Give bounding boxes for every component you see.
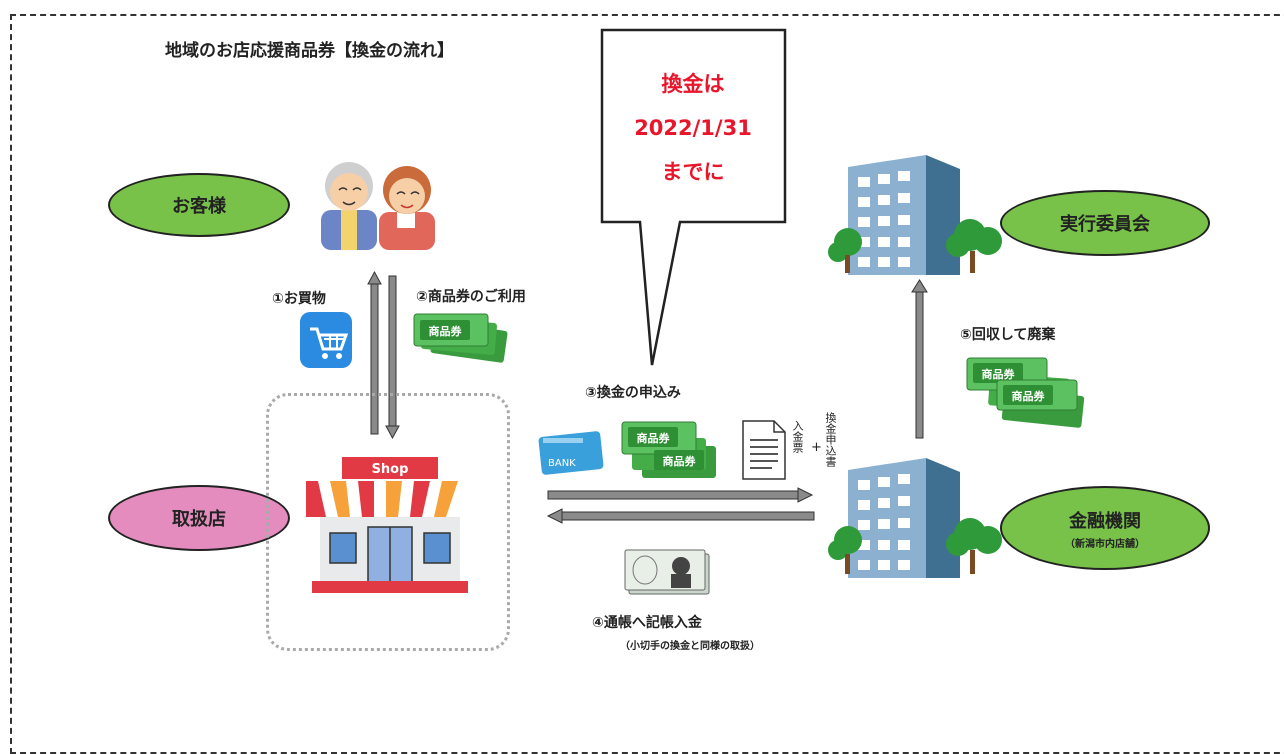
svg-text:商品券: 商品券: [1012, 389, 1046, 403]
deadline-balloon: [600, 28, 787, 366]
bankbook-text: BANK: [548, 458, 576, 469]
bank-building-icon: [828, 458, 1002, 578]
customer-label: お客様: [172, 196, 226, 217]
customer-store-arrows: [367, 270, 400, 440]
bank-to-committee-arrow: [911, 279, 928, 439]
deadline-date: 2022/1/31: [634, 116, 752, 140]
step5-label: ⑤回収して廃棄: [960, 327, 1056, 343]
shopping-cart-icon: [300, 312, 352, 368]
voucher-stack-icon: 商品券: [413, 313, 508, 363]
shop-sign-text: Shop: [372, 462, 409, 477]
step1-label: ①お買物: [272, 291, 326, 307]
shop-icon: Shop: [306, 457, 474, 593]
deadline-line1: 換金は: [661, 72, 725, 96]
bankbook-icon: BANK: [538, 431, 604, 475]
svg-text:商品券: 商品券: [663, 454, 697, 468]
step4-label: ④通帳へ記帳入金: [592, 615, 702, 631]
plus-sign: +: [811, 440, 822, 455]
step2-label: ②商品券のご利用: [416, 289, 526, 305]
customer-node: お客様: [108, 173, 290, 237]
bank-sublabel: （新潟市内店舗）: [1065, 538, 1145, 550]
svg-text:商品券: 商品券: [982, 367, 1016, 381]
deadline-line3: までに: [661, 160, 725, 184]
exchange-arrows: [546, 487, 815, 524]
deadline-text: 換金は 2022/1/31 までに: [600, 62, 786, 194]
banknote-icon: [624, 549, 710, 595]
slip-label: 入金票: [791, 420, 804, 453]
committee-node: 実行委員会: [1000, 190, 1210, 256]
step3-label: ③換金の申込み: [585, 385, 681, 401]
step4-sublabel: （小切手の換金と同様の取扱）: [620, 641, 760, 652]
committee-label: 実行委員会: [1060, 214, 1150, 235]
committee-building-icon: [828, 155, 1002, 275]
store-label: 取扱店: [172, 509, 226, 530]
application-label: 換金申込書: [824, 412, 837, 467]
document-icon: [742, 420, 786, 480]
store-node: 取扱店: [108, 485, 290, 551]
page-title: 地域のお店応援商品券【換金の流れ】: [165, 41, 454, 61]
bank-node: 金融機関 （新潟市内店舗）: [1000, 486, 1210, 570]
bank-label: 金融機関: [1069, 510, 1141, 532]
voucher-text: 商品券: [429, 324, 463, 338]
exchange-voucher-stack-icon: 商品券 商品券: [621, 421, 716, 478]
customer-couple-icon: [321, 162, 435, 250]
collected-voucher-stack-icon: 商品券 商品券: [966, 357, 1085, 428]
store-area: [266, 393, 510, 651]
svg-text:商品券: 商品券: [637, 431, 671, 445]
